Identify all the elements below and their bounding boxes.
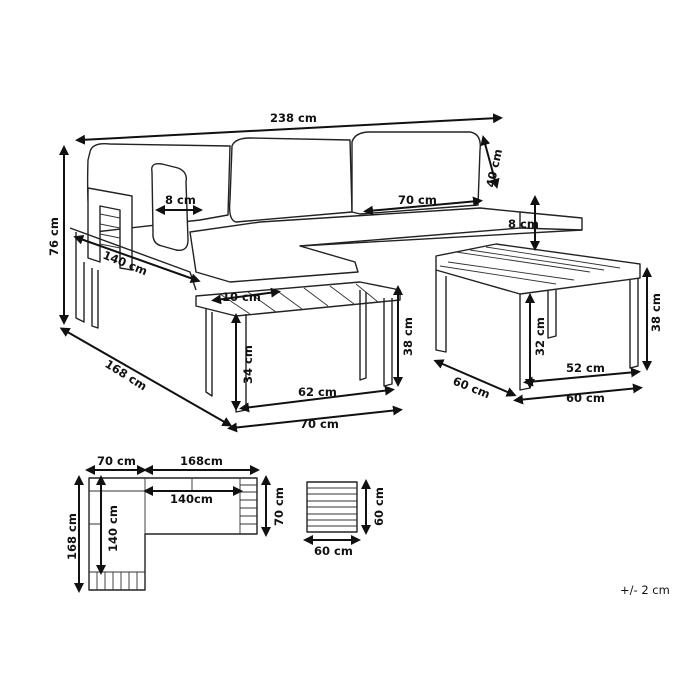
label-total-height: 76 cm bbox=[47, 217, 61, 256]
label-table-height: 38 cm bbox=[649, 293, 663, 332]
plan-label-table-width: 60 cm bbox=[314, 544, 353, 558]
plan-label-chaise-seat: 140 cm bbox=[106, 505, 120, 552]
label-table-width: 60 cm bbox=[566, 391, 605, 405]
back-cushion-middle bbox=[228, 137, 353, 223]
label-side-width: 70 cm bbox=[300, 417, 339, 431]
plan-label-chaise-width: 70 cm bbox=[97, 454, 136, 468]
table-top bbox=[435, 243, 641, 295]
plan-label-chaise-total: 168 cm bbox=[65, 513, 79, 560]
plan-label-sofa-length: 168cm bbox=[180, 454, 223, 468]
sofa-right-end bbox=[519, 211, 583, 231]
plan-label-seat-length: 140cm bbox=[170, 492, 213, 506]
label-shelf-thickness: 10 cm bbox=[222, 290, 261, 304]
table-slats bbox=[439, 246, 621, 285]
label-table-depth: 60 cm bbox=[451, 374, 492, 402]
label-leg-height: 34 cm bbox=[241, 345, 255, 384]
plan-view-sofa: 70 cm 168cm 140cm 70 cm 168 cm 140 cm bbox=[65, 454, 286, 593]
label-table-top-thickness: 8 cm bbox=[508, 217, 539, 231]
label-table-inner-width: 52 cm bbox=[566, 361, 605, 375]
label-backrest-height: 40 cm bbox=[483, 148, 505, 189]
plan-label-sofa-depth: 70 cm bbox=[272, 487, 286, 526]
label-total-width: 238 cm bbox=[270, 111, 317, 125]
tolerance-note: +/- 2 cm bbox=[620, 583, 670, 597]
label-shelf-height: 38 cm bbox=[401, 317, 415, 356]
plan-label-table-depth: 60 cm bbox=[372, 487, 386, 526]
label-inner-width: 62 cm bbox=[298, 385, 337, 399]
coffee-table-drawing bbox=[435, 243, 641, 391]
armrest-slats bbox=[99, 213, 121, 249]
label-cushion-thickness: 8 cm bbox=[165, 193, 196, 207]
plan-view-table: 60 cm 60 cm bbox=[303, 479, 386, 558]
dimension-lines bbox=[59, 113, 652, 433]
label-table-leg-height: 32 cm bbox=[533, 317, 547, 356]
label-seat-depth: 70 cm bbox=[398, 193, 437, 207]
